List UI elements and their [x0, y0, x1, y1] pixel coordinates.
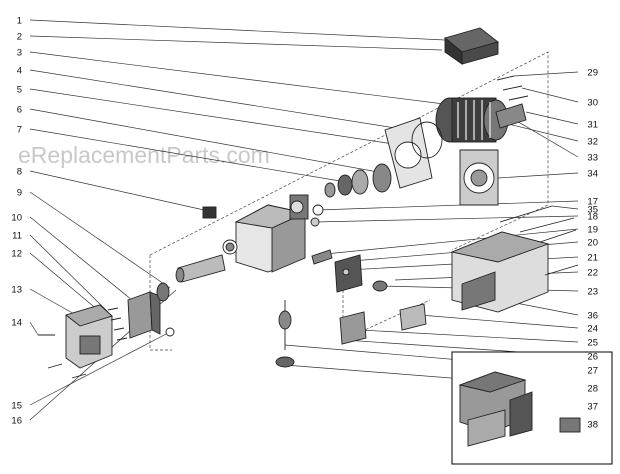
- leader-31: [525, 111, 579, 125]
- inset-assembly: [451, 351, 613, 465]
- leader-25: [359, 329, 579, 343]
- callout-18: 18: [587, 212, 598, 223]
- callout-17: 17: [587, 197, 598, 208]
- leader-6: [29, 108, 379, 173]
- callout-9: 9: [17, 188, 22, 199]
- part-tie-rods: [499, 205, 579, 276]
- leader-30: [521, 87, 579, 103]
- leader-3: [29, 51, 453, 106]
- callout-11: 11: [12, 231, 22, 242]
- leader-14: [29, 321, 39, 336]
- callout-25: 25: [587, 338, 598, 349]
- callout-12: 12: [11, 249, 22, 260]
- callout-7: 7: [17, 125, 22, 136]
- callout-15: 15: [11, 401, 22, 412]
- part-bearings: [222, 204, 324, 255]
- callout-16: 16: [11, 416, 22, 427]
- callout-20: 20: [587, 238, 598, 249]
- leader-5: [29, 88, 421, 149]
- leader-17: [317, 200, 579, 211]
- part-small-components: [311, 249, 427, 345]
- leader-10: [29, 216, 133, 301]
- part-shroud: [450, 231, 550, 313]
- callout-21: 21: [587, 253, 598, 264]
- callout-37: 37: [587, 402, 598, 413]
- callout-13: 13: [11, 285, 22, 296]
- callout-14: 14: [11, 318, 22, 329]
- part-screws-front: [38, 307, 175, 379]
- part-motor-armature: [435, 97, 527, 143]
- callout-3: 3: [17, 48, 22, 59]
- leader-35: [551, 205, 579, 210]
- assembly-left-guide: [149, 255, 172, 351]
- leader-2: [29, 35, 443, 51]
- part-pump-rod: [175, 254, 226, 283]
- leader-11: [29, 234, 109, 313]
- leader-18: [314, 215, 579, 223]
- callout-8: 8: [17, 167, 22, 178]
- leader-29: [513, 71, 579, 77]
- leader-19: [324, 228, 579, 255]
- part-pump-block: [127, 282, 170, 339]
- callout-4: 4: [17, 66, 22, 77]
- callout-1: 1: [17, 16, 22, 27]
- part-gear-housing: [234, 194, 309, 273]
- callout-23: 23: [587, 287, 598, 298]
- callout-28: 28: [587, 384, 598, 395]
- leader-4: [29, 69, 409, 131]
- leader-34: [497, 172, 579, 179]
- callout-29: 29: [587, 68, 598, 79]
- leader-15: [29, 331, 171, 406]
- callout-10: 10: [11, 213, 22, 224]
- callout-31: 31: [587, 120, 598, 131]
- part-switch: [202, 206, 217, 219]
- leader-8: [29, 170, 205, 211]
- callout-30: 30: [587, 98, 598, 109]
- callout-22: 22: [587, 268, 598, 279]
- part-motor-screws: [496, 75, 529, 101]
- assembly-axis: [149, 51, 549, 256]
- callout-6: 6: [17, 105, 22, 116]
- leader-24: [419, 314, 579, 329]
- part-pressure-sensor: [275, 300, 295, 368]
- leader-13: [29, 288, 77, 316]
- part-crank-gears: [324, 163, 392, 198]
- callout-33: 33: [587, 153, 598, 164]
- callout-24: 24: [587, 324, 598, 335]
- part-bearing-plate: [459, 149, 499, 206]
- callout-5: 5: [17, 85, 22, 96]
- callout-38: 38: [587, 420, 598, 431]
- watermark: eReplacementParts.com: [18, 142, 270, 168]
- part-gasket: [384, 117, 443, 189]
- callout-26: 26: [587, 352, 598, 363]
- callout-numbers: 1234567891011121314151617181920212223242…: [11, 16, 598, 431]
- callout-27: 27: [587, 366, 598, 377]
- callout-32: 32: [587, 137, 598, 148]
- leader-32: [499, 121, 579, 142]
- part-cover-top: [444, 27, 499, 65]
- part-circuit-board: [334, 254, 388, 293]
- part-front-cover: [65, 304, 113, 369]
- callout-34: 34: [587, 169, 598, 180]
- leader-1: [29, 19, 446, 41]
- callout-36: 36: [587, 311, 598, 322]
- leader-7: [29, 128, 347, 183]
- callout-2: 2: [17, 32, 22, 43]
- callout-35: 35: [587, 205, 598, 216]
- leader-9: [29, 191, 171, 289]
- callout-19: 19: [587, 225, 598, 236]
